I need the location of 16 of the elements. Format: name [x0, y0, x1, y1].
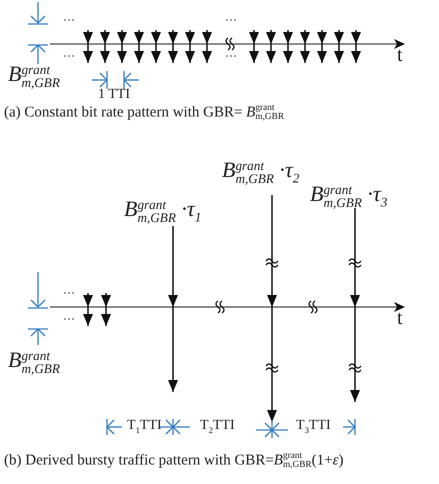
dimension-label: 1 TTI: [98, 87, 130, 102]
axis-label: t: [397, 44, 403, 66]
ellipsis: ···: [225, 14, 237, 28]
ellipsis: ···: [63, 50, 75, 64]
formula-label: B$^{grant}$$_{m,GBR}$ ·τ$_{2}$: [222, 158, 300, 186]
ellipsis: ···: [63, 287, 75, 300]
caption: (b) Derived bursty traffic pattern with GBR=B$^{grant}$$_{m,GBR}$(1+ε): [4, 452, 344, 471]
formula-label: B$^{grant}$$_{m,GBR}$ ·τ$_{3}$: [310, 182, 388, 210]
dimension-label: T$_{2}$TTI: [200, 418, 235, 436]
dimension-label: T$_{3}$TTI: [296, 418, 331, 436]
dimension-label: T$_{1}$TTI: [127, 418, 162, 436]
ellipsis: ···: [63, 14, 75, 28]
formula-label: B$^{grant}$$_{m,GBR}$ ·τ$_{1}$: [124, 197, 202, 225]
ellipsis: ···: [63, 313, 75, 326]
ellipsis: ···: [225, 50, 237, 64]
axis-label: t: [397, 307, 403, 329]
